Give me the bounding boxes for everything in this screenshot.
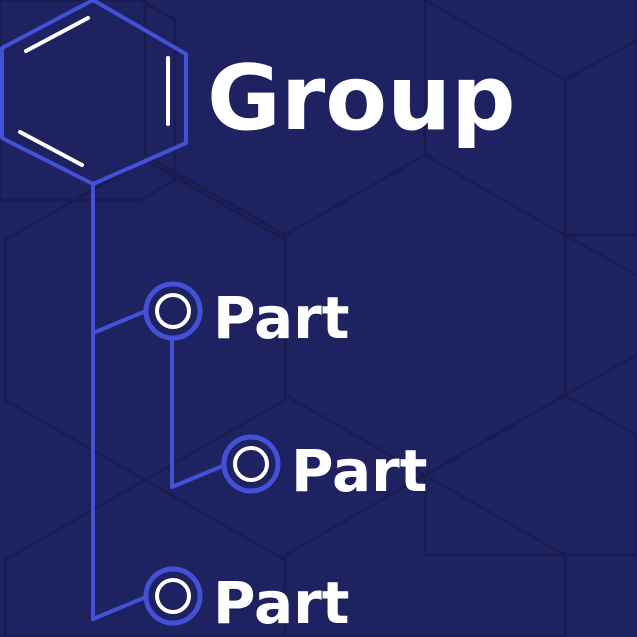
- ring-node-icon: [143, 281, 203, 341]
- node-2: Part: [221, 434, 427, 505]
- node-3: Part: [143, 566, 349, 637]
- ring-node-icon: [221, 434, 281, 494]
- node-label: Part: [291, 437, 427, 505]
- node-label: Part: [213, 569, 349, 637]
- node-1: Part: [143, 281, 349, 352]
- connector-lines: [91, 182, 227, 621]
- group-title: Group: [207, 46, 516, 151]
- branch-line-1: [91, 309, 148, 335]
- hexagon-icon: [0, 0, 188, 186]
- branch-line-3: [91, 595, 148, 621]
- node-label: Part: [213, 284, 349, 352]
- branch-line-2: [170, 334, 227, 489]
- ring-node-icon: [143, 566, 203, 626]
